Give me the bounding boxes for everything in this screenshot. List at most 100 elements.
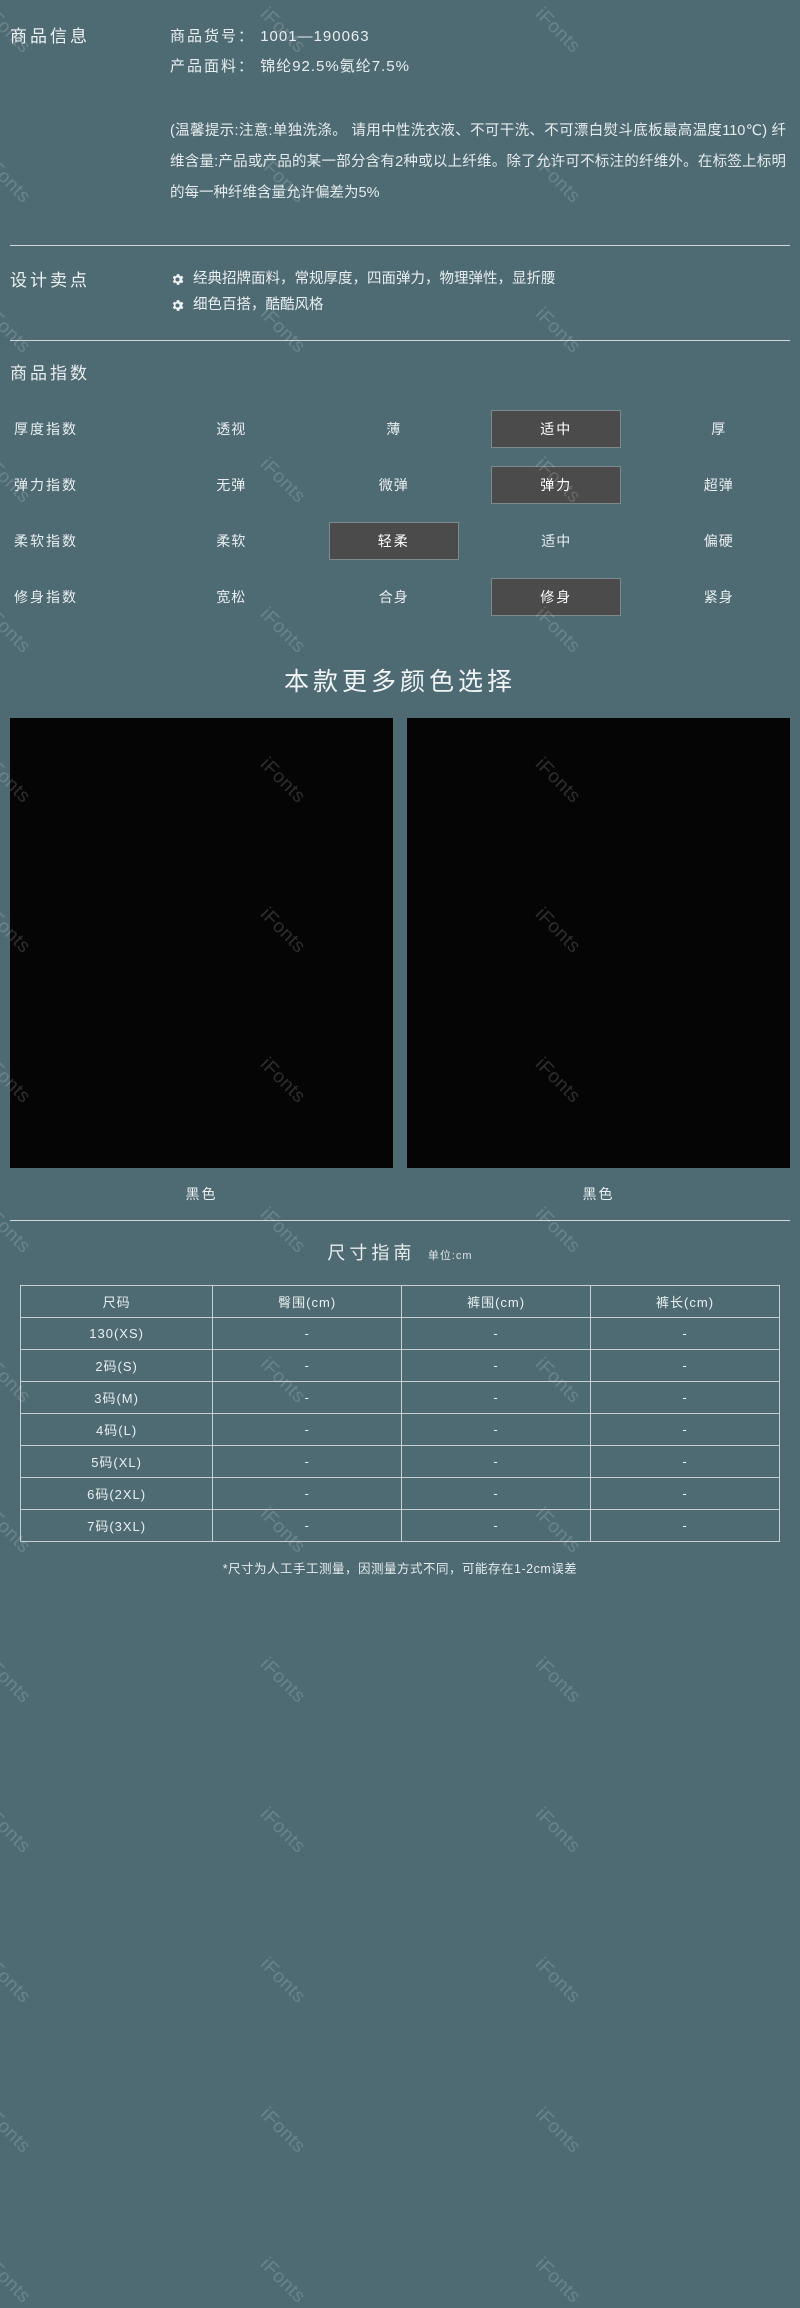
feature-item-label: 经典招牌面料，常规厚度，四面弹力，物理弹性，显折腰 (193, 266, 556, 292)
index-option[interactable]: 无弹 (150, 475, 313, 495)
product-code-row: 商品货号： 1001—190063 (170, 22, 786, 52)
watermark-text: iFonts (0, 1954, 35, 2008)
feature-item-label: 细色百搭，酷酷风格 (193, 292, 324, 318)
index-chip[interactable]: 适中 (491, 410, 621, 448)
watermark-text: iFonts (255, 2254, 309, 2308)
color-image[interactable] (10, 718, 393, 1168)
watermark-text: iFonts (0, 1654, 35, 1708)
table-cell: - (213, 1382, 402, 1414)
index-row-fit: 修身指数 宽松 合身 修身 紧身 (0, 578, 800, 616)
index-option[interactable]: 薄 (313, 419, 476, 439)
product-code-value: 1001—190063 (260, 28, 369, 45)
care-instructions: (温馨提示:注意:单独洗涤。 请用中性洗衣液、不可干洗、不可漂白熨斗底板最高温度… (170, 116, 786, 209)
feature-item: 经典招牌面料，常规厚度，四面弹力，物理弹性，显折腰 (170, 266, 786, 292)
table-cell: - (591, 1414, 780, 1446)
table-row: 4码(L) - - - (21, 1414, 780, 1446)
table-cell: - (591, 1318, 780, 1350)
color-options-section: 本款更多颜色选择 黑色 黑色 (0, 640, 800, 1214)
size-guide-footnote: *尺寸为人工手工测量，因测量方式不同，可能存在1-2cm误差 (0, 1542, 800, 1597)
watermark-text: iFonts (0, 2104, 35, 2158)
color-label: 黑色 (10, 1168, 393, 1214)
product-fabric-value: 锦纶92.5%氨纶7.5% (260, 58, 410, 75)
index-option[interactable]: 透视 (150, 419, 313, 439)
table-header-cell: 裤围(cm) (402, 1286, 591, 1318)
table-cell: - (213, 1318, 402, 1350)
index-option[interactable]: 合身 (313, 587, 476, 607)
watermark-text: iFonts (255, 1804, 309, 1858)
index-option-selected[interactable]: 适中 (475, 410, 638, 448)
product-fabric-row: 产品面料： 锦纶92.5%氨纶7.5% (170, 52, 786, 82)
table-cell: - (213, 1510, 402, 1542)
table-cell: - (402, 1350, 591, 1382)
table-cell: - (402, 1382, 591, 1414)
table-cell: - (402, 1414, 591, 1446)
table-row: 6码(2XL) - - - (21, 1478, 780, 1510)
table-row: 5码(XL) - - - (21, 1446, 780, 1478)
index-option[interactable]: 厚 (638, 419, 800, 439)
index-row-elasticity: 弹力指数 无弹 微弹 弹力 超弹 (0, 466, 800, 504)
table-cell: - (402, 1478, 591, 1510)
index-row-label: 弹力指数 (0, 475, 150, 495)
index-chip[interactable]: 弹力 (491, 466, 621, 504)
table-row: 130(XS) - - - (21, 1318, 780, 1350)
product-info-section: 商品信息 商品货号： 1001—190063 产品面料： 锦纶92.5%氨纶7.… (0, 0, 800, 209)
table-cell: - (402, 1446, 591, 1478)
index-option[interactable]: 超弹 (638, 475, 800, 495)
table-row: 3码(M) - - - (21, 1382, 780, 1414)
gear-icon (170, 272, 185, 287)
table-cell: - (213, 1446, 402, 1478)
feature-item: 细色百搭，酷酷风格 (170, 292, 786, 318)
product-code-key: 商品货号： (170, 28, 255, 45)
watermark-text: iFonts (530, 1804, 584, 1858)
watermark-text: iFonts (530, 1654, 584, 1708)
table-header-cell: 尺码 (21, 1286, 213, 1318)
table-header-cell: 裤长(cm) (591, 1286, 780, 1318)
index-option-selected[interactable]: 弹力 (475, 466, 638, 504)
color-image[interactable] (407, 718, 790, 1168)
index-row-label: 修身指数 (0, 587, 150, 607)
table-cell: - (402, 1318, 591, 1350)
watermark-text: iFonts (530, 1954, 584, 2008)
watermark-text: iFonts (530, 2104, 584, 2158)
table-header-row: 尺码 臀围(cm) 裤围(cm) 裤长(cm) (21, 1286, 780, 1318)
index-option[interactable]: 微弹 (313, 475, 476, 495)
index-chip[interactable]: 轻柔 (329, 522, 459, 560)
index-row-softness: 柔软指数 柔软 轻柔 适中 偏硬 (0, 522, 800, 560)
product-fabric-key: 产品面料： (170, 58, 255, 75)
index-row-thickness: 厚度指数 透视 薄 适中 厚 (0, 410, 800, 448)
index-option[interactable]: 适中 (475, 531, 638, 551)
color-card[interactable]: 黑色 (407, 718, 790, 1214)
color-card[interactable]: 黑色 (10, 718, 393, 1214)
table-cell: - (213, 1478, 402, 1510)
color-label: 黑色 (407, 1168, 790, 1214)
table-cell: 4码(L) (21, 1414, 213, 1446)
index-row-label: 厚度指数 (0, 419, 150, 439)
index-option[interactable]: 柔软 (150, 531, 313, 551)
size-guide-unit: 单位:cm (428, 1250, 473, 1262)
index-option[interactable]: 宽松 (150, 587, 313, 607)
index-row-label: 柔软指数 (0, 531, 150, 551)
table-header-cell: 臀围(cm) (213, 1286, 402, 1318)
index-option[interactable]: 偏硬 (638, 531, 800, 551)
table-cell: - (591, 1478, 780, 1510)
table-cell: - (591, 1446, 780, 1478)
watermark-text: iFonts (255, 1654, 309, 1708)
product-index-section: 商品指数 厚度指数 透视 薄 适中 厚 弹力指数 无弹 微弹 弹力 超弹 柔软指… (0, 341, 800, 640)
table-cell: - (213, 1414, 402, 1446)
color-section-title: 本款更多颜色选择 (0, 640, 800, 718)
index-option-selected[interactable]: 轻柔 (313, 522, 476, 560)
table-cell: 7码(3XL) (21, 1510, 213, 1542)
table-cell: - (591, 1382, 780, 1414)
index-chip[interactable]: 修身 (491, 578, 621, 616)
index-option[interactable]: 紧身 (638, 587, 800, 607)
index-option-selected[interactable]: 修身 (475, 578, 638, 616)
table-cell: 6码(2XL) (21, 1478, 213, 1510)
size-guide-header: 尺寸指南 单位:cm (0, 1221, 800, 1279)
watermark-text: iFonts (255, 1954, 309, 2008)
watermark-text: iFonts (0, 1804, 35, 1858)
watermark-text: iFonts (0, 2254, 35, 2308)
size-guide-section: 尺寸指南 单位:cm 尺码 臀围(cm) 裤围(cm) 裤长(cm) 130(X… (0, 1221, 800, 1597)
size-guide-title: 尺寸指南 (327, 1243, 415, 1263)
table-cell: - (591, 1510, 780, 1542)
